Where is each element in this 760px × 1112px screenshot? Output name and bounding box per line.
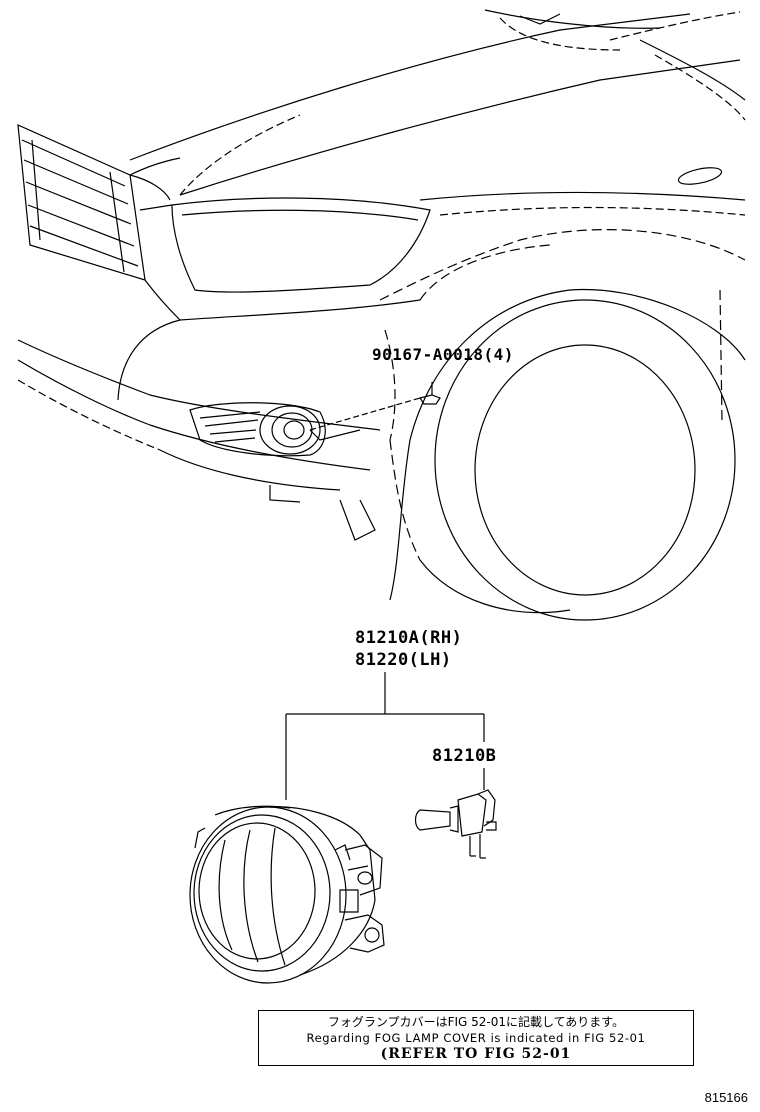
- part-label-bulb: 81210B: [432, 746, 497, 766]
- note-japanese: フォグランプカバーはFIG 52-01に記載してあります。: [327, 1015, 625, 1029]
- reference-note-box: フォグランプカバーはFIG 52-01に記載してあります。 Regarding …: [258, 1010, 694, 1066]
- illustration-id: 815166: [704, 1090, 748, 1105]
- note-reference: (REFER TO FIG 52-01: [380, 1046, 572, 1062]
- leader-lines: [286, 672, 484, 800]
- part-label-fog-lamp-rh: 81210A(RH): [355, 628, 463, 648]
- part-label-bolt: 90167-A0018(4): [372, 345, 514, 364]
- vehicle-front-illustration: [18, 10, 745, 620]
- fog-lamp-assembly: [190, 806, 384, 983]
- note-english: Regarding FOG LAMP COVER is indicated in…: [306, 1031, 646, 1045]
- part-label-fog-lamp-lh: 81220(LH): [355, 650, 452, 670]
- fog-lamp-bulb: [416, 790, 497, 858]
